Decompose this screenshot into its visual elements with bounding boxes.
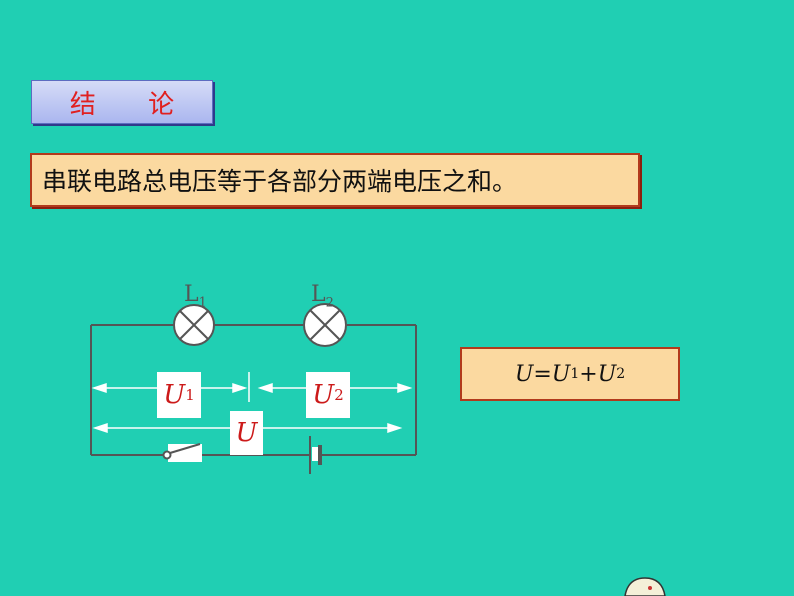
formula-sub1: 1: [570, 366, 580, 382]
title-text: 结 论: [69, 89, 197, 120]
formula-sub2: 2: [616, 366, 626, 382]
formula-u2: U: [597, 361, 617, 387]
lamp-2-label: L2: [311, 282, 334, 311]
voltage-2-arrow: [257, 382, 413, 394]
formula-u1: U: [551, 361, 571, 387]
conclusion-box: 串联电路总电压等于各部分两端电压之和。: [30, 153, 640, 207]
lamp-2-icon: [303, 303, 347, 347]
conclusion-text: 串联电路总电压等于各部分两端电压之和。: [42, 167, 518, 196]
formula-plus: +: [579, 361, 598, 387]
title-box: 结 论: [31, 80, 213, 124]
total-voltage-label: U: [230, 411, 263, 455]
switch-icon: [162, 443, 202, 462]
corner-icon: [624, 577, 666, 596]
battery-icon: [309, 436, 322, 474]
lamp-1-icon: [173, 304, 215, 346]
formula-eq: =: [533, 361, 552, 387]
lamp-1-label: L1: [184, 282, 207, 311]
formula-u: U: [514, 361, 534, 387]
